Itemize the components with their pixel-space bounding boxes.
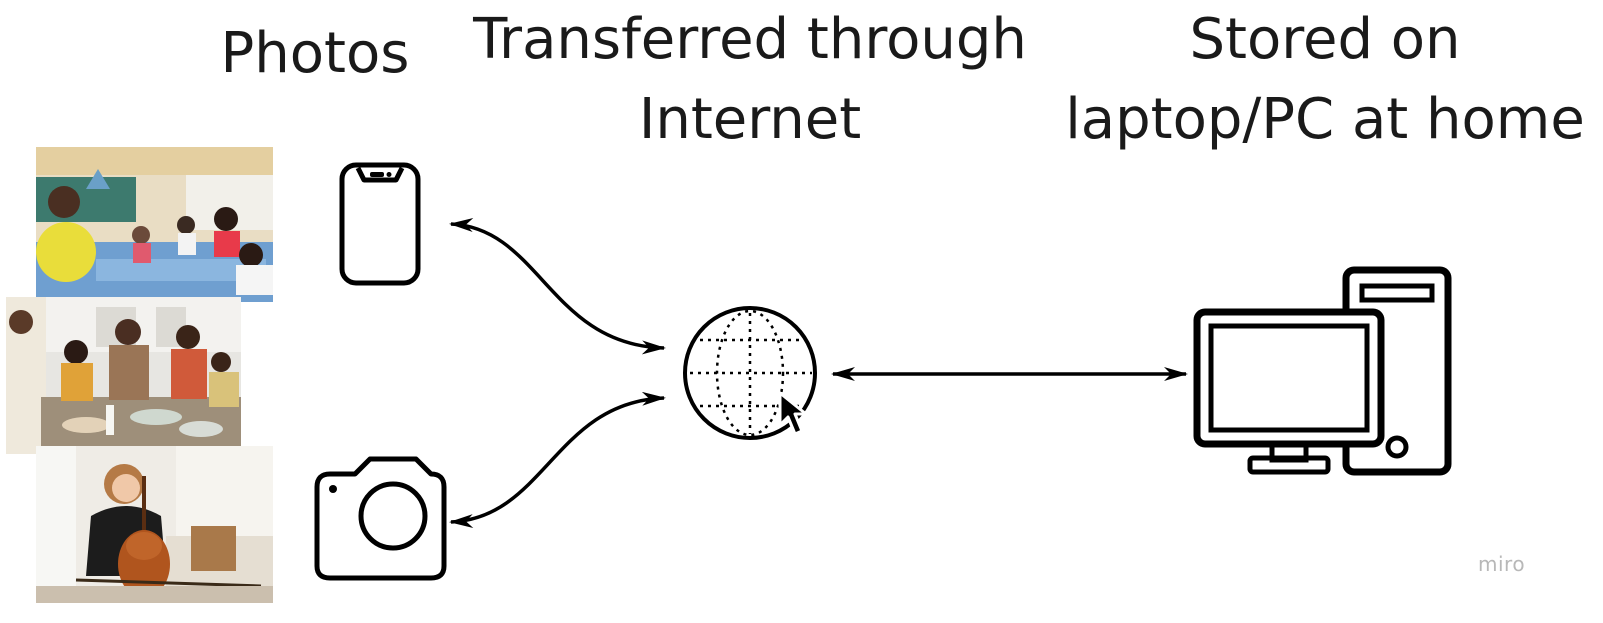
classroom-photo [36,147,273,302]
desktop-computer-icon [1193,266,1452,476]
photos-heading-text: Photos [220,21,410,86]
camera-internet-arrow [449,391,666,529]
globe-with-cursor-icon [683,306,817,440]
phone-internet-arrow [449,218,666,355]
storage-heading-line1: Stored on [1189,7,1461,72]
photos-heading: Photos [220,14,410,94]
storage-heading-line2: laptop/PC at home [1065,87,1585,152]
transfer-heading-line1: Transferred through [473,7,1027,72]
family-dinner-photo [6,297,241,454]
storage-heading: Stored on laptop/PC at home [1060,0,1590,160]
cello-photo [36,446,273,603]
transfer-heading: Transferred through Internet [470,0,1030,160]
smartphone-icon [339,162,421,286]
miro-watermark: miro [1478,552,1526,576]
camera-icon [314,456,447,581]
transfer-heading-line2: Internet [638,87,862,152]
